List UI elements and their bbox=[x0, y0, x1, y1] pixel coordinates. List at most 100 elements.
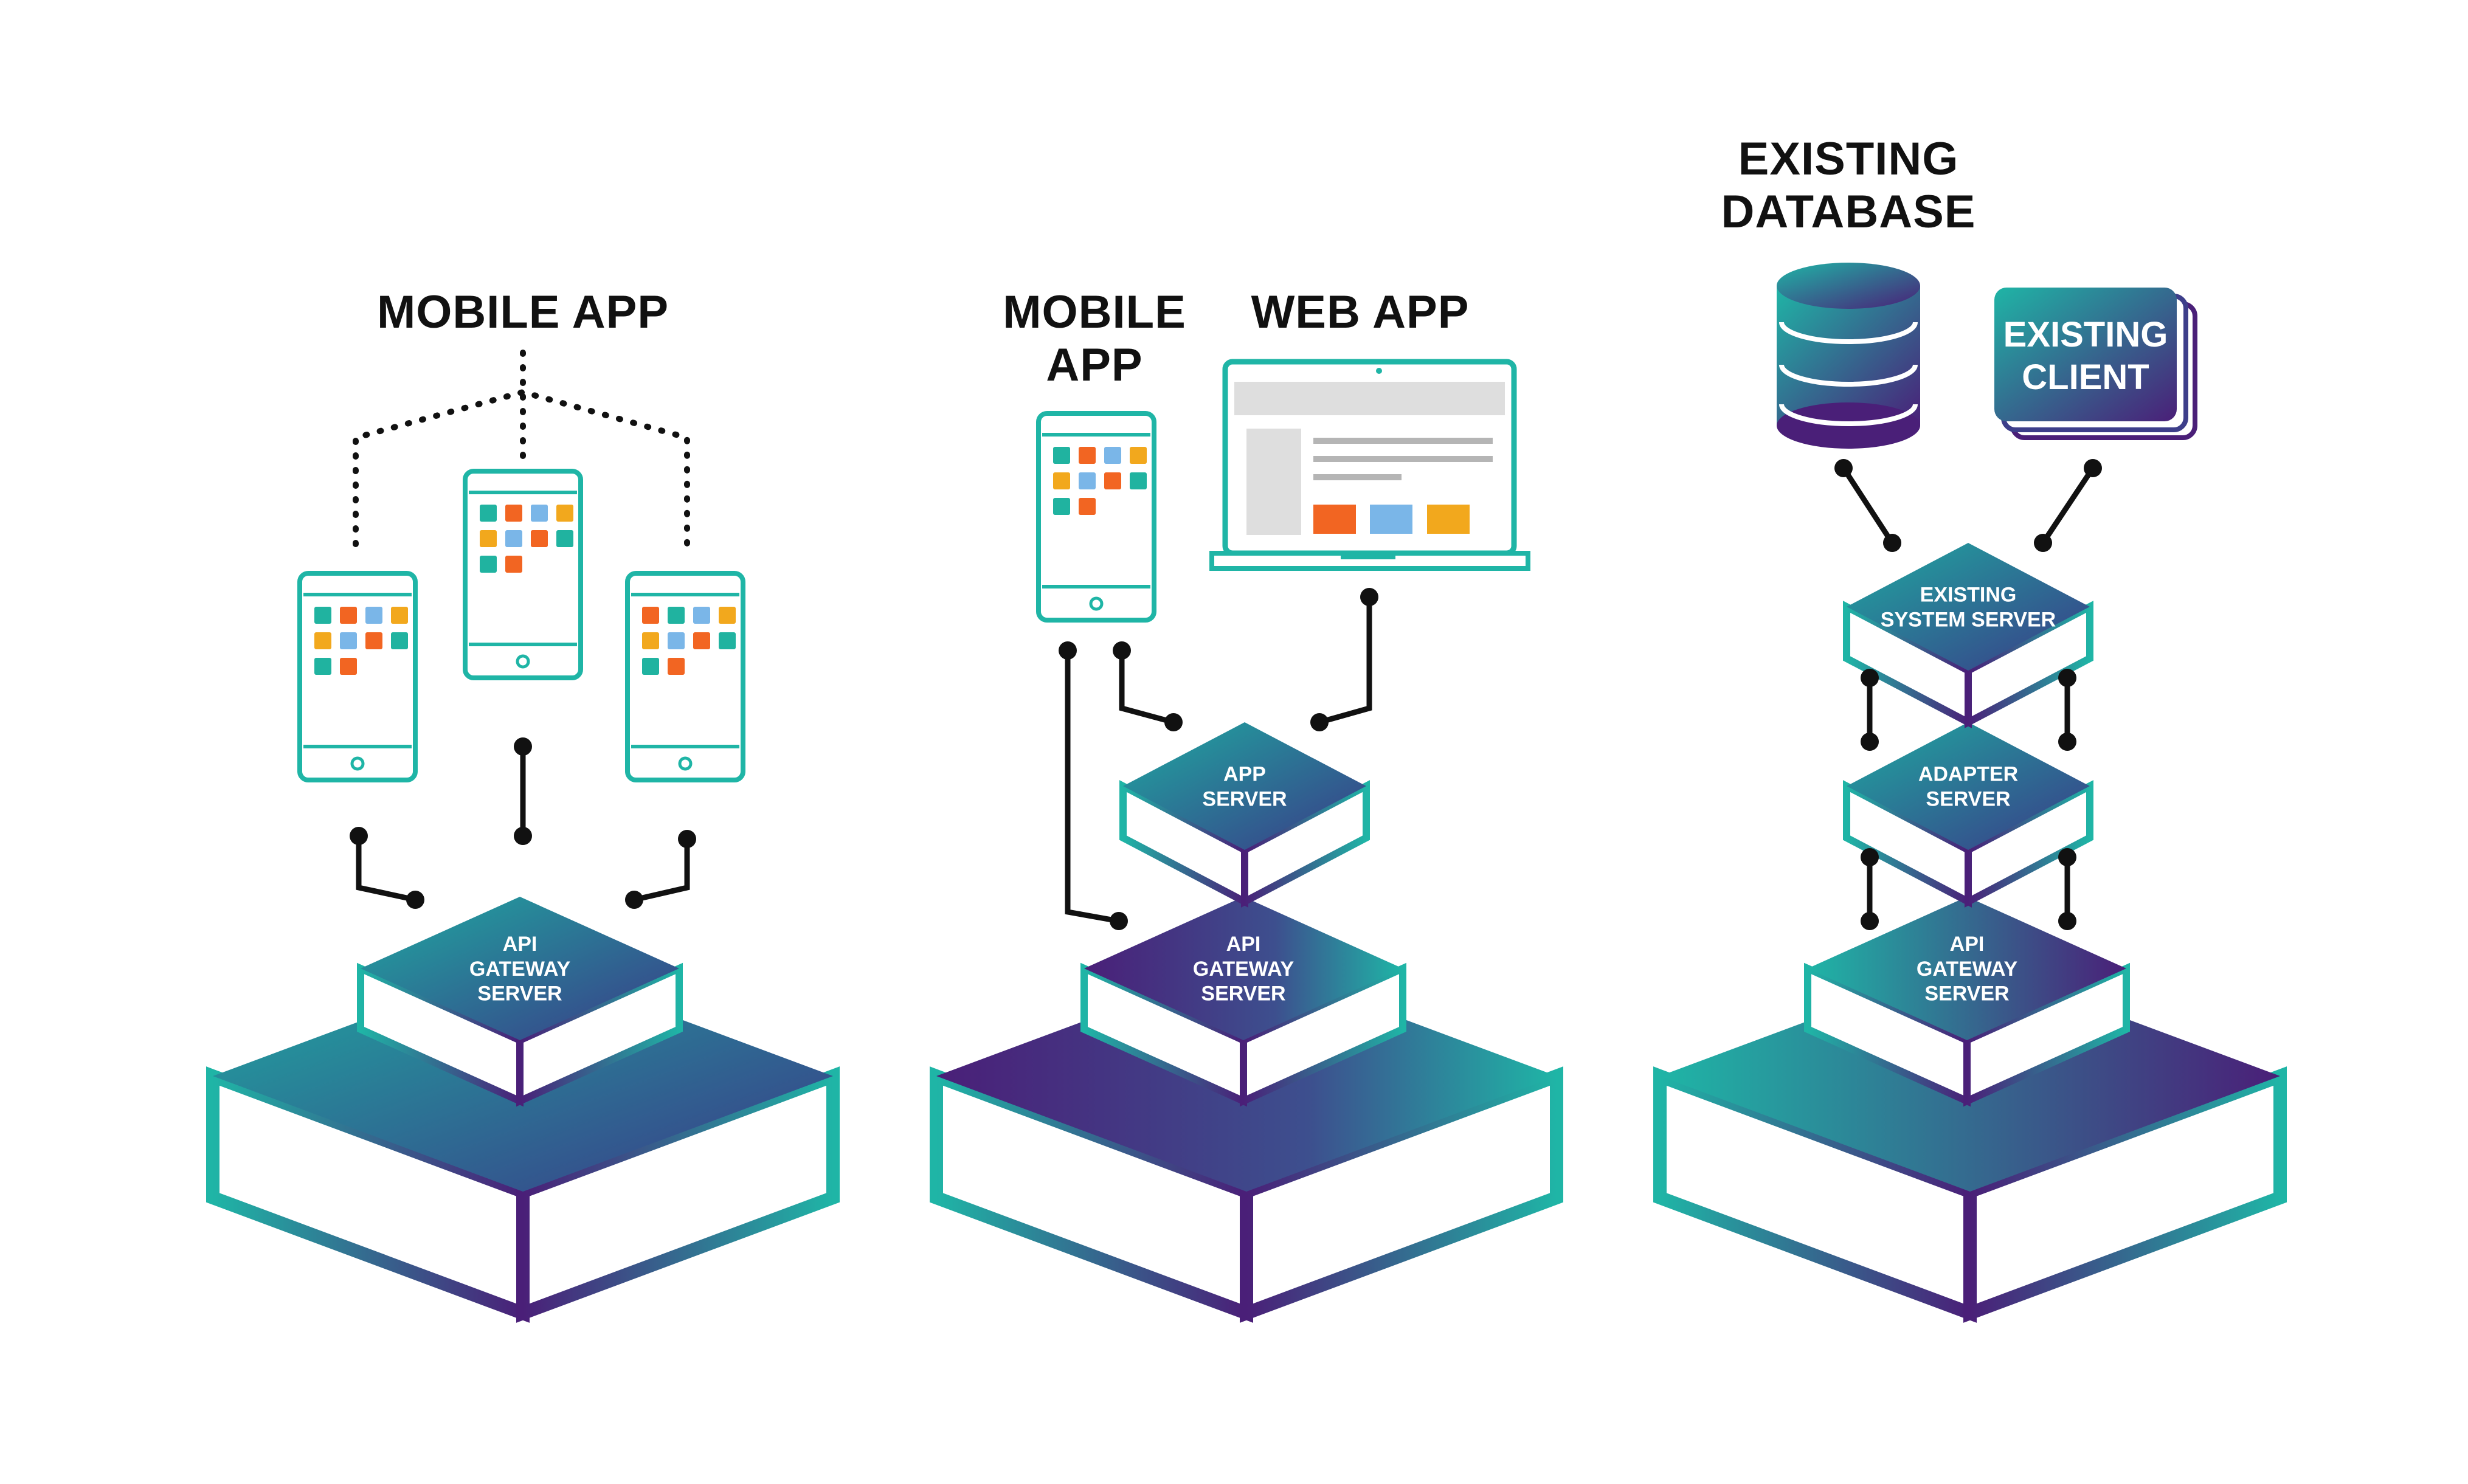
panel1-phone-center-app-tile bbox=[505, 556, 522, 573]
panel1-connector-left-start-dot bbox=[350, 827, 368, 845]
panel2-phone-app-tile bbox=[1079, 498, 1096, 515]
panel1-api-gateway-server-right-face bbox=[516, 962, 683, 1107]
panel2-app-server-label-line: APP bbox=[1223, 763, 1266, 786]
panel2-phone-app-tile bbox=[1104, 447, 1121, 464]
panel3-existing-system-server-top bbox=[1847, 543, 2090, 671]
panel1-phone-center-app-tile bbox=[505, 530, 522, 547]
panel3-api-gateway-server-label-line: GATEWAY bbox=[1917, 958, 2018, 981]
panel2-phone-app-tile bbox=[1053, 447, 1070, 464]
panel3-connector-adapter-api-left-end-dot bbox=[1861, 912, 1879, 930]
panel1-phone-left bbox=[297, 571, 418, 782]
panel1-api-gateway-server-label-line: GATEWAY bbox=[469, 958, 571, 981]
panel2-web-title: WEB APP bbox=[1251, 286, 1470, 338]
panel1-phone-left-app-tile bbox=[365, 607, 382, 624]
panel3-connector-database-end-dot bbox=[1883, 534, 1901, 552]
panel1-connector-right-end-dot bbox=[625, 891, 643, 909]
panel1-phone-right-home-button bbox=[678, 756, 693, 771]
laptop-tile-orange bbox=[1313, 505, 1356, 534]
panel1-phone-right bbox=[625, 571, 745, 782]
panel3-database-title: EXISTING DATABASE bbox=[1721, 133, 1976, 238]
laptop-text-line bbox=[1313, 474, 1402, 480]
panel1-phone-left-app-tile bbox=[314, 632, 331, 649]
panel2-phone bbox=[1036, 411, 1156, 623]
panel1-phone-center bbox=[463, 469, 583, 680]
panel1-phone-center-body bbox=[463, 469, 583, 680]
panel1-phone-center-app-tile bbox=[531, 530, 548, 547]
panel3-adapter-server-top bbox=[1847, 722, 2090, 850]
panel3-connector-system-adapter-left-end-dot bbox=[1861, 733, 1879, 751]
laptop-browser-bar bbox=[1234, 382, 1505, 415]
panel1-phone-center-app-tile bbox=[480, 530, 497, 547]
panel1-phone-left-app-tile bbox=[365, 632, 382, 649]
panel1-phone-right-body bbox=[625, 571, 745, 782]
panel2-phone-app-tile bbox=[1130, 447, 1147, 464]
panel1-phone-center-app-tile bbox=[480, 505, 497, 522]
panel1-api-gateway-server-top bbox=[361, 897, 679, 1040]
panel3-api-gateway-server-top bbox=[1808, 897, 2126, 1040]
panel2-laptop-icon bbox=[1209, 359, 1530, 571]
panel3-connector-system-adapter-left bbox=[1861, 669, 1879, 751]
panel3-connector-system-adapter-right-end-dot bbox=[2058, 733, 2076, 751]
panel3-api-gateway-server-right-face bbox=[1963, 962, 2130, 1107]
database-band bbox=[1779, 322, 1918, 344]
panel2-connector-phone-app-line bbox=[1119, 647, 1177, 725]
panel1-phone-center-app-tile bbox=[531, 505, 548, 522]
panel2-app-server-top bbox=[1123, 722, 1366, 850]
panel1-phone-left-app-tile bbox=[340, 658, 357, 675]
panel2-connector-phone-api bbox=[1059, 641, 1128, 930]
panel3-connector-database-start-dot bbox=[1834, 459, 1853, 477]
panel1-connector-right-start-dot bbox=[678, 830, 696, 848]
panel1-app-fanout bbox=[353, 350, 690, 547]
panel3-connector-client bbox=[2034, 459, 2102, 552]
panel3-base-platform-right-face bbox=[1963, 1066, 2287, 1323]
panel2-api-gateway-server-label-line: GATEWAY bbox=[1193, 958, 1294, 981]
panel3-connector-system-adapter-right bbox=[2058, 669, 2076, 751]
panel1-phone-right-app-tile bbox=[719, 632, 736, 649]
laptop-tile-blue bbox=[1370, 505, 1412, 534]
panel1-phone-left-app-tile bbox=[340, 632, 357, 649]
panel1-connector-left bbox=[350, 827, 424, 909]
panel1-phone-right-app-tile bbox=[693, 607, 710, 624]
panel3-connector-client-line bbox=[2040, 465, 2096, 546]
dotted-connector-outer bbox=[353, 388, 690, 547]
panel2-phone-body bbox=[1036, 411, 1156, 623]
panel1-phone-left-app-tile bbox=[314, 607, 331, 624]
laptop-text-line bbox=[1313, 456, 1493, 462]
laptop-camera bbox=[1376, 368, 1382, 374]
panel1-phone-left-app-tile bbox=[314, 658, 331, 675]
panel3-adapter-server-label-line: ADAPTER bbox=[1918, 763, 2018, 786]
panel2-phone-app-tile bbox=[1104, 472, 1121, 489]
panel1-phone-center-app-tile bbox=[505, 505, 522, 522]
panel2-api-gateway-server-right-face bbox=[1240, 962, 1406, 1107]
laptop-text-line bbox=[1313, 438, 1493, 444]
panel1-phone-left-app-tile bbox=[391, 632, 408, 649]
panel2-connector-web-app-start-dot bbox=[1360, 588, 1378, 606]
panel3-api-gateway-server-label-line: API bbox=[1950, 933, 1985, 956]
database-band bbox=[1779, 364, 1918, 387]
panel1-title: MOBILE APP bbox=[376, 286, 669, 338]
panel3-database-icon bbox=[1777, 263, 1920, 449]
panel2-phone-app-tile bbox=[1079, 447, 1096, 464]
panel3-connector-adapter-api-right bbox=[2058, 848, 2076, 930]
panel3-connector-adapter-api-right-start-dot bbox=[2058, 848, 2076, 866]
panel3-connector-adapter-api-left-start-dot bbox=[1861, 848, 1879, 866]
panel2-phone-home-button bbox=[1089, 596, 1104, 611]
panel1-connector-left-line bbox=[356, 833, 418, 903]
panel2-connector-phone-app-end-dot bbox=[1164, 713, 1183, 731]
panel1-connector-right bbox=[625, 830, 696, 909]
panel1-phone-left-home-button bbox=[350, 756, 365, 771]
panel1-phone-center-app-tile bbox=[556, 530, 573, 547]
panel2-connector-web-app-end-dot bbox=[1310, 713, 1329, 731]
panel3-connector-system-adapter-right-start-dot bbox=[2058, 669, 2076, 687]
panel2-mobile-title: MOBILE APP bbox=[1003, 286, 1186, 392]
